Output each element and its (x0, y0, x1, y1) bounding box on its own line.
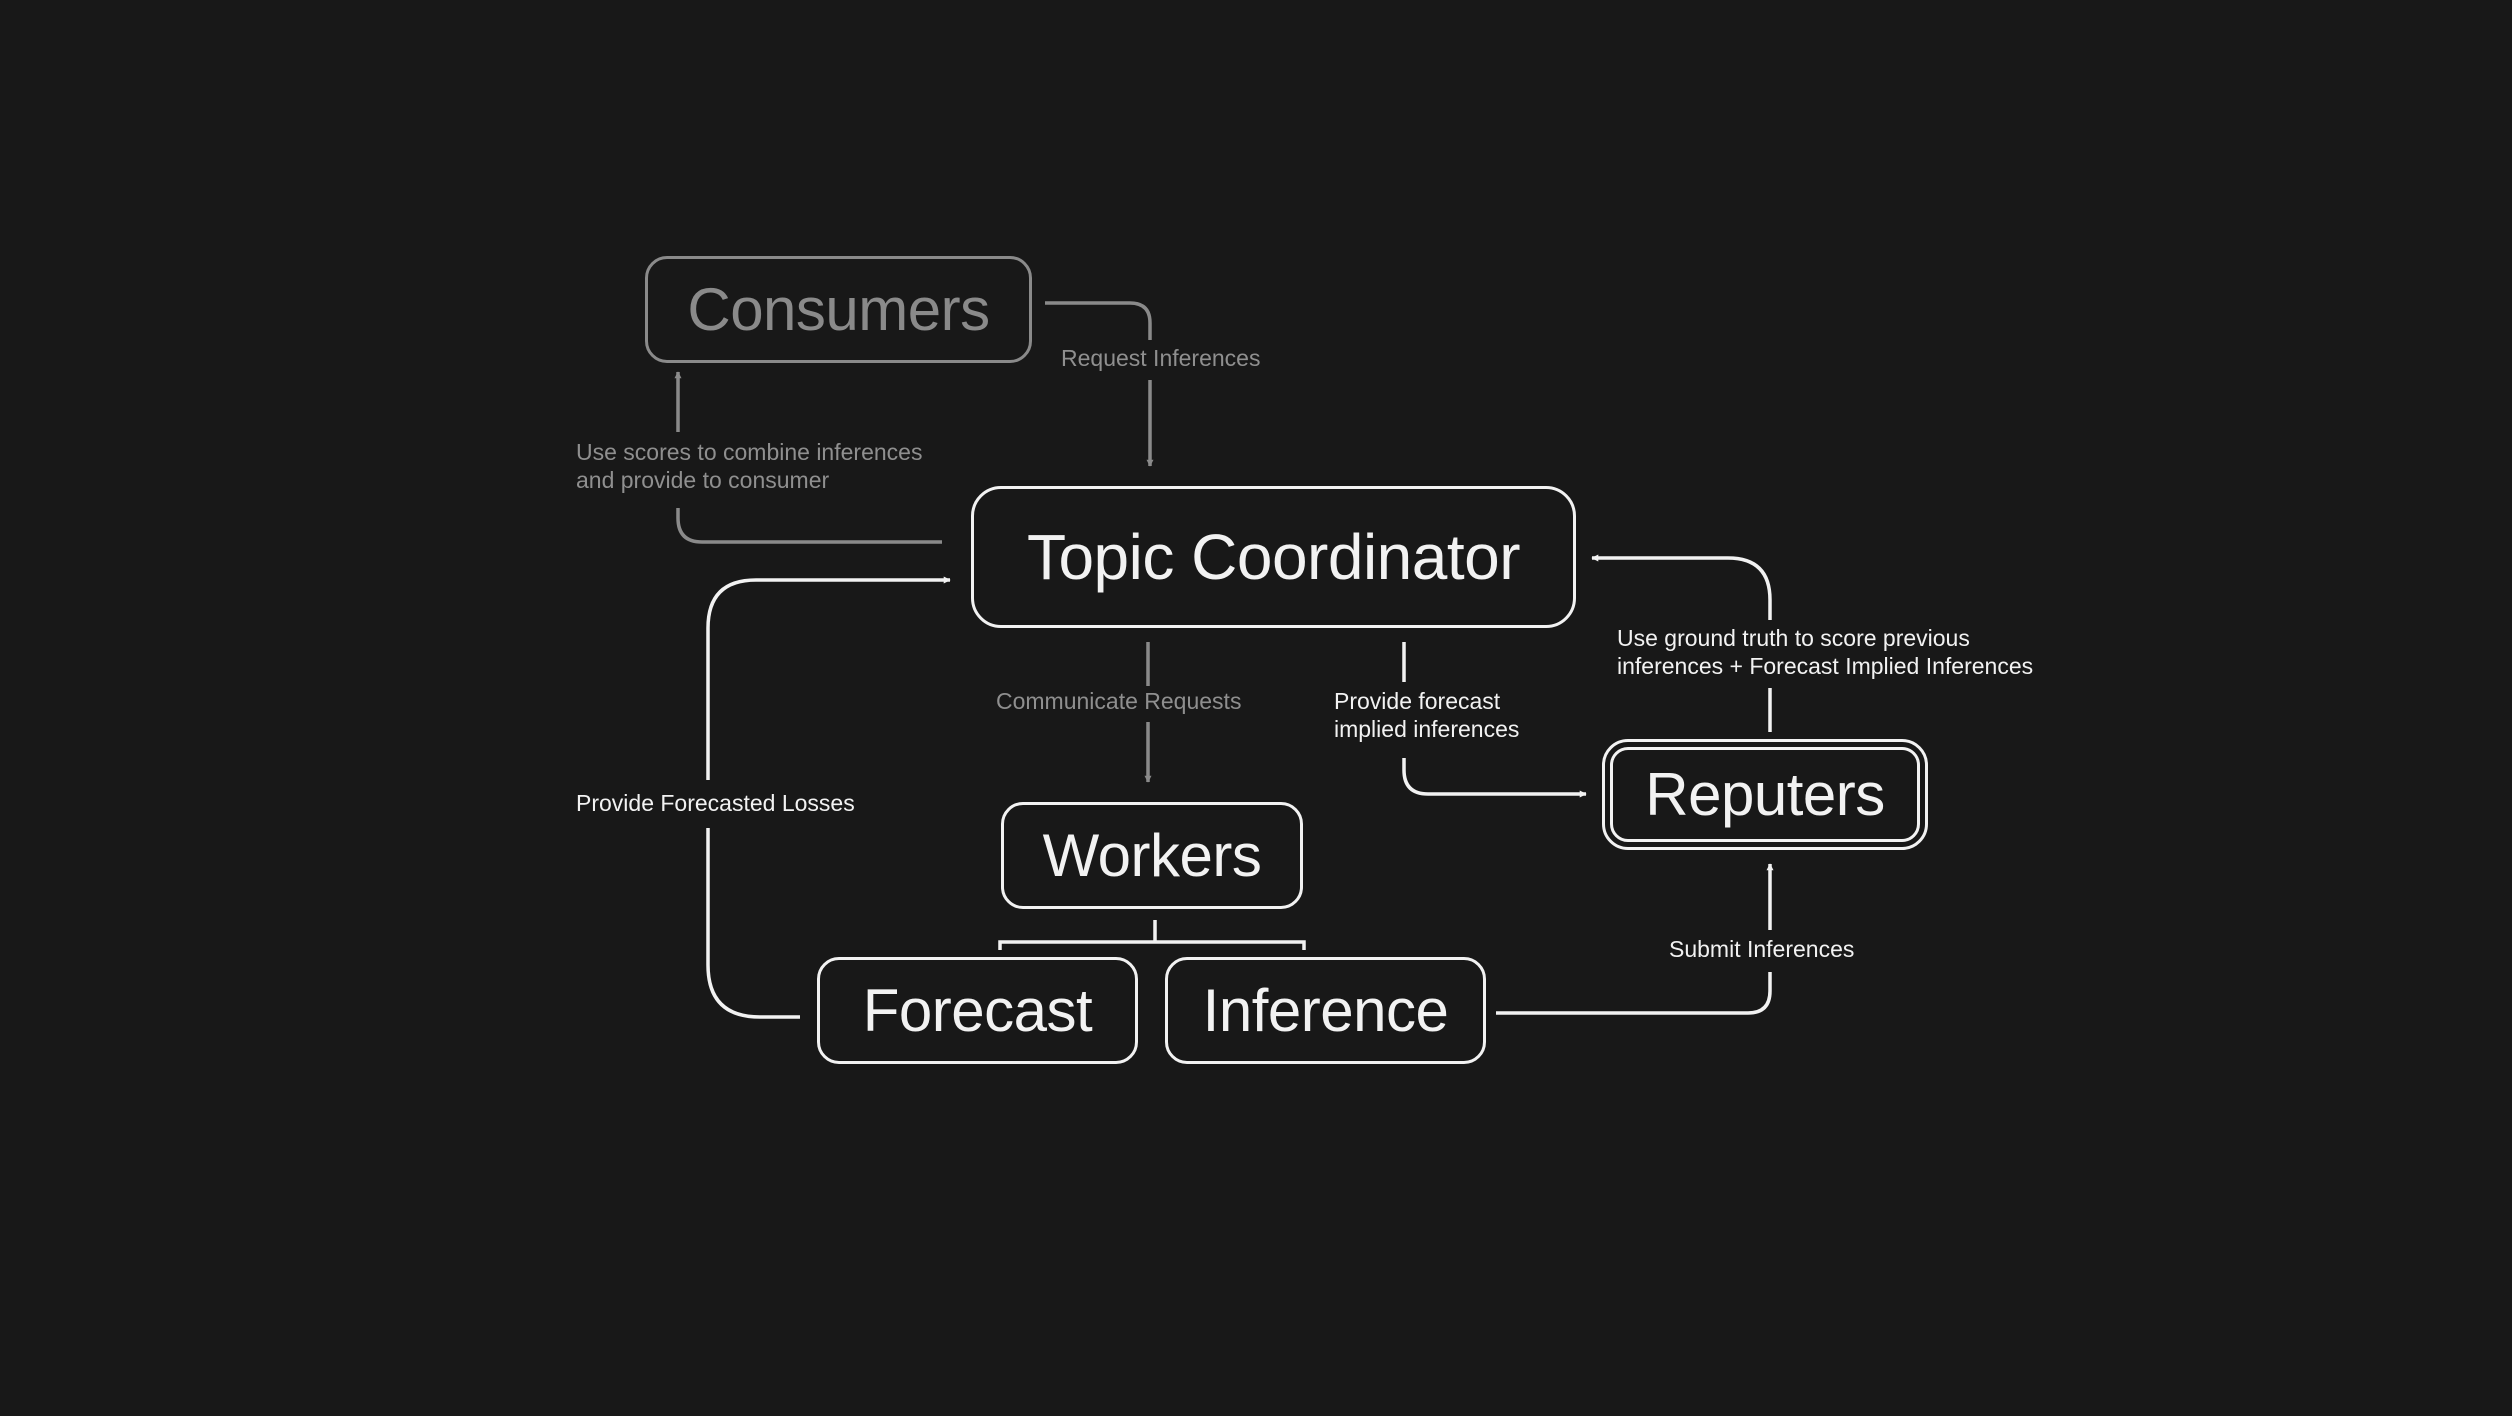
combine-label-line1: Use scores to combine inferences (576, 439, 923, 465)
request-inferences-label: Request Inferences (1061, 345, 1261, 371)
submit-inferences-connector-bottom (1496, 972, 1772, 1015)
forecasted-losses-connector-bottom (706, 828, 800, 1019)
topic-coordinator-node: Topic Coordinator (971, 486, 1576, 628)
workers-bracket (998, 920, 1306, 950)
ground-truth-arrow (1591, 554, 1772, 620)
request-inferences-connector-top (1045, 301, 1152, 340)
communicate-requests-label: Communicate Requests (996, 688, 1242, 714)
forecasted-losses-arrow (706, 576, 951, 780)
provide-forecasted-losses-label: Provide Forecasted Losses (576, 790, 855, 816)
workers-label: Workers (1042, 822, 1262, 889)
topic-coordinator-label: Topic Coordinator (1026, 521, 1521, 593)
provide-forecast-label-line1: Provide forecast (1334, 688, 1501, 714)
workers-node: Workers (1001, 802, 1303, 909)
ground-truth-label-line2: inferences + Forecast Implied Inferences (1617, 653, 2034, 679)
provide-forecast-label-line2: implied inferences (1334, 716, 1520, 742)
consumers-node: Consumers (645, 256, 1032, 363)
provide-forecast-label: Provide forecast implied inferences (1334, 687, 1519, 743)
ground-truth-label-line1: Use ground truth to score previous (1617, 625, 1970, 651)
reputers-node: Reputers (1602, 739, 1928, 850)
submit-inferences-label: Submit Inferences (1669, 936, 1855, 962)
reputers-label: Reputers (1645, 761, 1885, 828)
consumers-label: Consumers (687, 276, 990, 343)
provide-forecast-arrow (1402, 758, 1587, 798)
combine-label: Use scores to combine inferences and pro… (576, 438, 922, 494)
inference-label: Inference (1202, 977, 1449, 1044)
forecast-node: Forecast (817, 957, 1138, 1064)
combine-label-line2: and provide to consumer (576, 467, 830, 493)
combine-connector-bottom (676, 508, 942, 544)
inference-node: Inference (1165, 957, 1486, 1064)
ground-truth-label: Use ground truth to score previous infer… (1617, 624, 2033, 680)
forecast-label: Forecast (862, 977, 1093, 1044)
